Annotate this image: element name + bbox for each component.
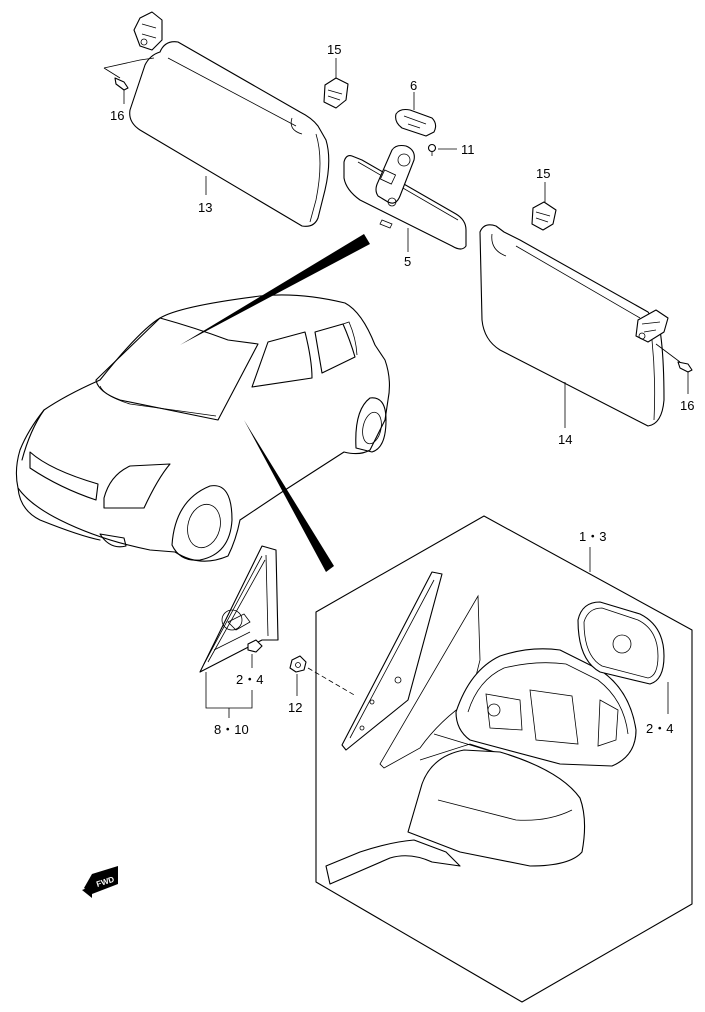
fwd-direction-badge: FWD [82, 866, 118, 898]
pointer-wedge-mirror [180, 234, 370, 345]
outside-mirror-housing[interactable] [419, 648, 637, 767]
callout-14: 14 [558, 432, 572, 447]
callout-11: 11 [461, 142, 475, 157]
callout-7-9: 8・10 [214, 722, 249, 737]
pointer-wedge-outer-mirror [244, 420, 334, 572]
callout-12: 12 [288, 700, 302, 715]
callout-1-3: 1・3 [579, 529, 606, 544]
sun-visor-left[interactable] [129, 11, 330, 227]
callout-8-10: 2・4 [236, 672, 263, 687]
sun-visor-holder-left[interactable] [323, 58, 349, 109]
leader-7-9 [205, 672, 253, 718]
callout-16-right: 16 [680, 398, 694, 413]
assembly-box [315, 515, 693, 1003]
callout-6: 6 [410, 78, 417, 93]
callout-5: 5 [404, 254, 411, 269]
mirror-screw[interactable] [427, 143, 458, 157]
sun-visor-right[interactable] [479, 224, 669, 428]
callout-15-right: 15 [536, 166, 550, 181]
callout-15-left: 15 [327, 42, 341, 57]
callout-13: 13 [198, 200, 212, 215]
screw-left[interactable] [103, 57, 155, 104]
callout-16-left: 16 [110, 108, 124, 123]
garnish[interactable] [199, 545, 279, 673]
sun-visor-holder-right[interactable] [531, 182, 557, 231]
rear-view-mirror-base[interactable] [395, 92, 437, 137]
mirror-cover[interactable] [325, 749, 586, 885]
clip[interactable] [247, 639, 263, 668]
mirror-base-plate[interactable] [341, 571, 481, 769]
mirror-glass[interactable] [577, 601, 669, 714]
rear-view-mirror[interactable] [343, 144, 467, 253]
nut[interactable] [289, 655, 357, 697]
screw-right[interactable] [655, 343, 693, 394]
vehicle-outline [15, 294, 391, 562]
